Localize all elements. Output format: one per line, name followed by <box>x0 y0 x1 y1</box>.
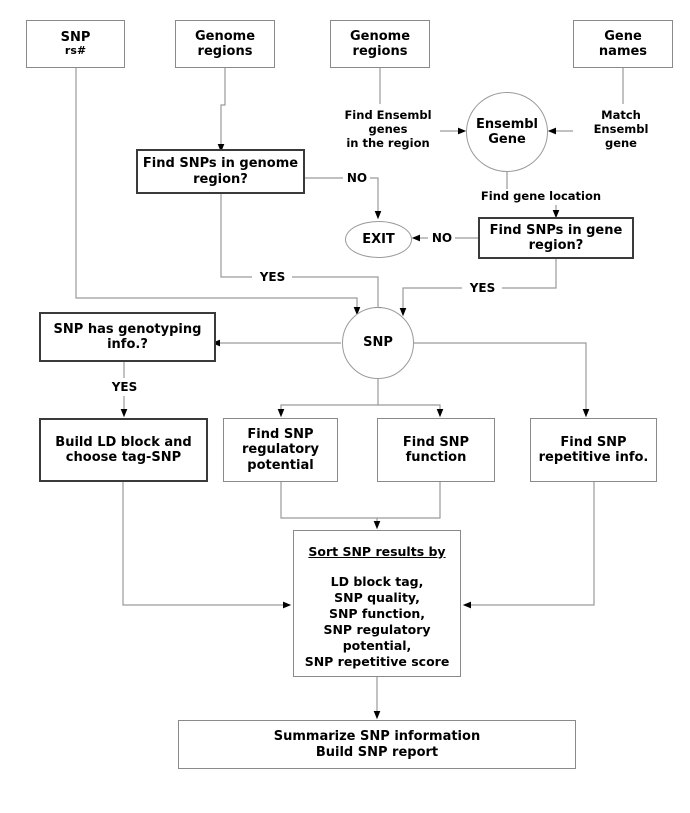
node-gene-names[interactable]: Gene names <box>573 20 673 68</box>
node-sort-snp-results[interactable]: Sort SNP results by LD block tag, SNP qu… <box>293 530 461 677</box>
node-snp-has-genotyping-info[interactable]: SNP has genotyping info.? <box>39 312 216 362</box>
edge-label-find-ensembl-genes: Find Ensembl genes in the region <box>336 104 440 156</box>
edge-label-no-genome-region: NO <box>344 170 370 186</box>
node-find-snp-repetitive-info[interactable]: Find SNP repetitive info. <box>530 418 657 482</box>
node-find-snp-regulatory-potential[interactable]: Find SNP regulatory potential <box>223 418 338 482</box>
node-find-snp-function[interactable]: Find SNP function <box>377 418 495 482</box>
edge-label-yes-genotyping: YES <box>105 379 144 395</box>
node-genome-regions-mid[interactable]: Genome regions <box>330 20 430 68</box>
node-summarize-snp-information[interactable]: Summarize SNP information Build SNP repo… <box>178 720 576 769</box>
edge-label-match-ensembl-gene: Match Ensembl gene <box>577 104 665 156</box>
node-exit[interactable]: EXIT <box>345 221 412 258</box>
node-find-snps-genome-region[interactable]: Find SNPs in genome region? <box>136 149 305 194</box>
edge-label-yes-genome-region: YES <box>253 269 292 285</box>
edge-label-find-gene-location: Find gene location <box>476 189 606 205</box>
node-snp-input-line1: SNP <box>60 29 91 45</box>
node-snp-input-line2: rs# <box>64 44 87 58</box>
node-build-ld-block[interactable]: Build LD block and choose tag-SNP <box>39 418 208 482</box>
sort-results-heading: Sort SNP results by <box>308 544 446 559</box>
node-find-snps-gene-region[interactable]: Find SNPs in gene region? <box>478 217 634 259</box>
node-ensembl-gene[interactable]: Ensembl Gene <box>466 92 548 172</box>
edge-label-no-gene-region: NO <box>429 230 455 246</box>
edge-label-yes-gene-region: YES <box>463 280 502 296</box>
node-snp-hub[interactable]: SNP <box>342 307 414 379</box>
node-snp-input[interactable]: SNP rs# <box>26 20 125 68</box>
node-genome-regions-left[interactable]: Genome regions <box>175 20 275 68</box>
sort-results-items: LD block tag, SNP quality, SNP function,… <box>304 573 450 669</box>
